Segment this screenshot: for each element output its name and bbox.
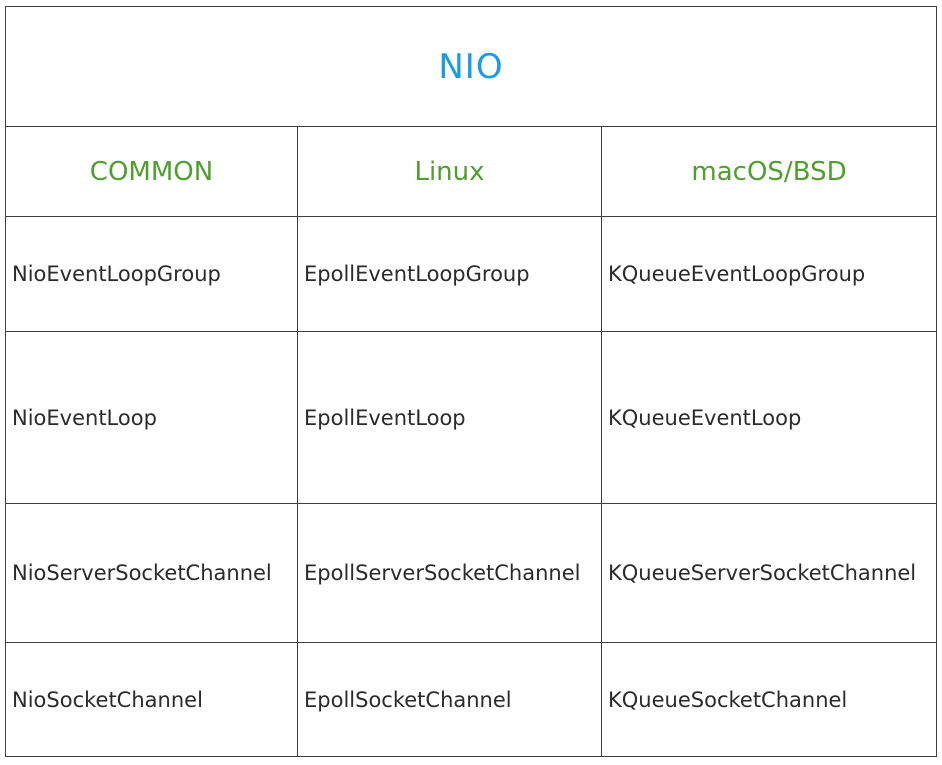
table-cell: KQueueSocketChannel	[601, 642, 937, 757]
column-header-macos-bsd: macOS/BSD	[601, 126, 937, 217]
table-row: NioSocketChannel EpollSocketChannel KQue…	[5, 642, 937, 757]
column-header-linux: Linux	[297, 126, 602, 217]
table-cell: KQueueEventLoopGroup	[601, 216, 937, 332]
nio-transport-table-container: NIO COMMON Linux macOS/BSD NioEventLoopG…	[5, 6, 937, 758]
table-cell: NioSocketChannel	[5, 642, 298, 757]
table-row: NioServerSocketChannel EpollServerSocket…	[5, 503, 937, 643]
column-header-common: COMMON	[5, 126, 298, 217]
table-cell: NioEventLoopGroup	[5, 216, 298, 332]
table-cell: NioServerSocketChannel	[5, 503, 298, 643]
table-cell: NioEventLoop	[5, 331, 298, 504]
table-header-row: COMMON Linux macOS/BSD	[5, 126, 937, 217]
table-cell: EpollSocketChannel	[297, 642, 602, 757]
table-title-row: NIO	[5, 6, 937, 127]
table-cell: KQueueServerSocketChannel	[601, 503, 937, 643]
table-row: NioEventLoop EpollEventLoop KQueueEventL…	[5, 331, 937, 504]
table-cell: KQueueEventLoop	[601, 331, 937, 504]
table-title: NIO	[5, 6, 937, 127]
table-cell: EpollEventLoopGroup	[297, 216, 602, 332]
table-row: NioEventLoopGroup EpollEventLoopGroup KQ…	[5, 216, 937, 332]
table-cell: EpollEventLoop	[297, 331, 602, 504]
nio-transport-table: NIO COMMON Linux macOS/BSD NioEventLoopG…	[5, 6, 937, 757]
table-cell: EpollServerSocketChannel	[297, 503, 602, 643]
